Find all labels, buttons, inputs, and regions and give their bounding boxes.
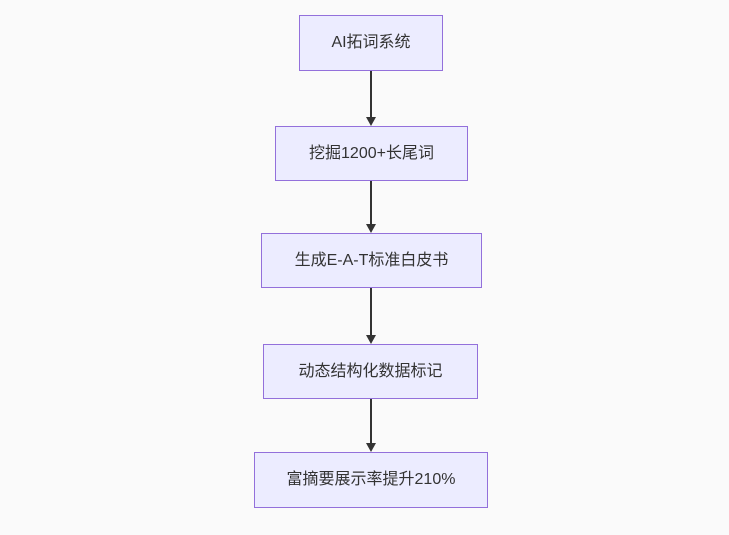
arrow-line bbox=[370, 181, 372, 226]
arrow-head-icon bbox=[366, 117, 376, 126]
flowchart-node-eat-whitepaper: 生成E-A-T标准白皮书 bbox=[261, 233, 482, 288]
flowchart-node-rich-snippet-rate: 富摘要展示率提升210% bbox=[254, 452, 488, 508]
flowchart-arrow bbox=[365, 288, 377, 344]
flowchart-arrow bbox=[365, 399, 377, 452]
flowchart-arrow bbox=[365, 181, 377, 233]
node-label: AI拓词系统 bbox=[331, 34, 411, 52]
arrow-head-icon bbox=[366, 335, 376, 344]
arrow-head-icon bbox=[366, 443, 376, 452]
node-label: 挖掘1200+长尾词 bbox=[309, 144, 434, 162]
node-label: 富摘要展示率提升210% bbox=[286, 471, 456, 489]
arrow-line bbox=[370, 399, 372, 445]
arrow-line bbox=[370, 71, 372, 119]
flowchart-node-ai-keyword-system: AI拓词系统 bbox=[299, 15, 443, 71]
flowchart-arrow bbox=[365, 71, 377, 126]
flowchart-node-structured-data-markup: 动态结构化数据标记 bbox=[263, 344, 478, 399]
arrow-head-icon bbox=[366, 224, 376, 233]
node-label: 动态结构化数据标记 bbox=[298, 362, 443, 380]
flowchart-node-longtail-keywords: 挖掘1200+长尾词 bbox=[275, 126, 468, 181]
arrow-line bbox=[370, 288, 372, 337]
node-label: 生成E-A-T标准白皮书 bbox=[294, 251, 449, 269]
